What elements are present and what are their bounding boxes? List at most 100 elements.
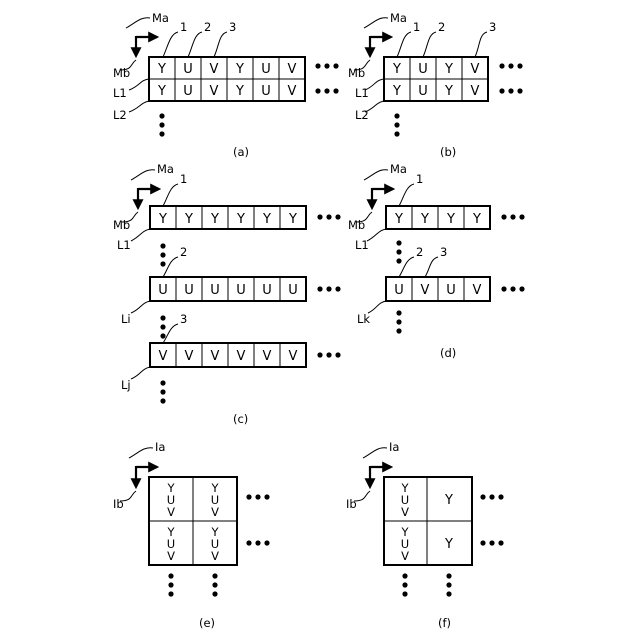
- panel-c: Ma Mb Y Y Y Y Y Y 1 L1: [113, 162, 341, 426]
- panel-a: Ma Mb Y U V Y U V Y U V Y U V: [113, 11, 339, 159]
- cell-single-br: Y: [444, 537, 453, 552]
- row-y-dividers: [412, 206, 464, 229]
- svg-text:Y: Y: [262, 212, 271, 227]
- svg-text:Y: Y: [184, 212, 193, 227]
- ref-1: 1: [180, 20, 187, 34]
- svg-text:Y: Y: [235, 62, 244, 77]
- cell-stack-bl: Y U V: [400, 525, 409, 563]
- svg-text:Y: Y: [235, 84, 244, 99]
- svg-text:V: V: [210, 84, 219, 99]
- label-lk: Lk: [357, 312, 370, 326]
- label-l1: L1: [113, 86, 127, 100]
- svg-text:U: U: [418, 62, 428, 77]
- svg-text:U: U: [210, 283, 220, 298]
- label-mb: Mb: [113, 66, 130, 80]
- svg-text:Y: Y: [210, 212, 219, 227]
- ref-3: 3: [229, 20, 236, 34]
- ref-1: 1: [180, 172, 187, 186]
- svg-text:U: U: [183, 84, 193, 99]
- svg-text:Y: Y: [394, 212, 403, 227]
- svg-text:V: V: [237, 349, 246, 364]
- horizontal-ellipsis: [317, 286, 340, 291]
- ref-3: 3: [440, 245, 447, 259]
- svg-text:U: U: [261, 84, 271, 99]
- svg-text:Y: Y: [392, 84, 401, 99]
- caption-a: (a): [233, 145, 249, 159]
- label-ia: Ia: [389, 440, 399, 454]
- svg-text:U: U: [288, 283, 298, 298]
- svg-text:Y: Y: [236, 212, 245, 227]
- svg-text:Y: Y: [157, 62, 166, 77]
- label-ma: Ma: [157, 162, 174, 176]
- vertical-ellipsis: [159, 113, 164, 136]
- svg-text:Y: Y: [444, 62, 453, 77]
- vertical-ellipsis: [160, 315, 165, 338]
- svg-text:V: V: [471, 62, 480, 77]
- horizontal-ellipsis: [501, 214, 524, 219]
- ref-2: 2: [438, 20, 445, 34]
- horizontal-ellipsis: [246, 494, 269, 545]
- cell-stack-tl: Y U V: [166, 481, 175, 519]
- svg-text:Y: Y: [446, 212, 455, 227]
- vertical-ellipsis: [396, 240, 401, 263]
- vertical-ellipsis: [394, 113, 399, 136]
- panel-f: Ia Ib Y U V Y Y U V Y (f): [346, 440, 504, 630]
- label-ma: Ma: [390, 11, 407, 25]
- label-mb: Mb: [348, 218, 365, 232]
- horizontal-ellipsis: [317, 352, 340, 357]
- svg-text:U: U: [446, 283, 456, 298]
- label-li: Li: [121, 312, 131, 326]
- caption-e: (e): [199, 616, 215, 630]
- svg-text:V: V: [288, 84, 297, 99]
- svg-text:V: V: [185, 349, 194, 364]
- label-ma: Ma: [152, 11, 169, 25]
- svg-text:V: V: [288, 62, 297, 77]
- vertical-ellipsis: [160, 380, 165, 403]
- ref-3: 3: [180, 312, 187, 326]
- svg-text:V: V: [211, 549, 219, 563]
- svg-text:V: V: [263, 349, 272, 364]
- label-l2: L2: [113, 108, 127, 122]
- svg-text:U: U: [394, 283, 404, 298]
- cell-single-tr: Y: [444, 493, 453, 508]
- horizontal-ellipsis: [480, 494, 503, 545]
- svg-text:Y: Y: [392, 62, 401, 77]
- vertical-ellipsis: [396, 310, 401, 333]
- label-mb: Mb: [113, 218, 130, 232]
- ref-1: 1: [413, 20, 420, 34]
- svg-text:U: U: [261, 62, 271, 77]
- svg-text:V: V: [159, 349, 168, 364]
- vertical-ellipsis: [402, 573, 451, 596]
- svg-text:V: V: [421, 283, 430, 298]
- svg-text:V: V: [473, 283, 482, 298]
- cell-stack-br: Y U V: [210, 525, 219, 563]
- vertical-ellipsis: [168, 573, 217, 596]
- horizontal-ellipsis: [501, 286, 524, 291]
- ref-2: 2: [204, 20, 211, 34]
- horizontal-ellipsis: [499, 63, 522, 93]
- svg-text:U: U: [158, 283, 168, 298]
- panel-b: Ma Mb Y U Y V Y U Y V 1 2 3 L1 L2: [348, 11, 523, 159]
- panel-d: Ma Mb Y Y Y Y 1 L1: [348, 162, 525, 360]
- caption-b: (b): [440, 145, 456, 159]
- ref-3: 3: [489, 20, 496, 34]
- label-l2: L2: [355, 108, 369, 122]
- svg-text:Y: Y: [158, 212, 167, 227]
- label-lj: Lj: [121, 378, 131, 392]
- panel-e: Ia Ib Y U V Y U V Y U V Y U V: [113, 440, 270, 630]
- svg-text:Y: Y: [420, 212, 429, 227]
- svg-text:V: V: [210, 62, 219, 77]
- horizontal-ellipsis: [315, 63, 338, 93]
- caption-f: (f): [438, 616, 451, 630]
- svg-text:V: V: [401, 549, 409, 563]
- svg-text:Y: Y: [288, 212, 297, 227]
- cell-stack-tl: Y U V: [400, 481, 409, 519]
- svg-text:Y: Y: [157, 84, 166, 99]
- grid-cells: [149, 57, 305, 101]
- svg-text:Y: Y: [472, 212, 481, 227]
- svg-text:V: V: [167, 505, 175, 519]
- label-ib: Ib: [113, 497, 124, 511]
- vertical-ellipsis: [160, 243, 165, 266]
- label-ib: Ib: [346, 497, 357, 511]
